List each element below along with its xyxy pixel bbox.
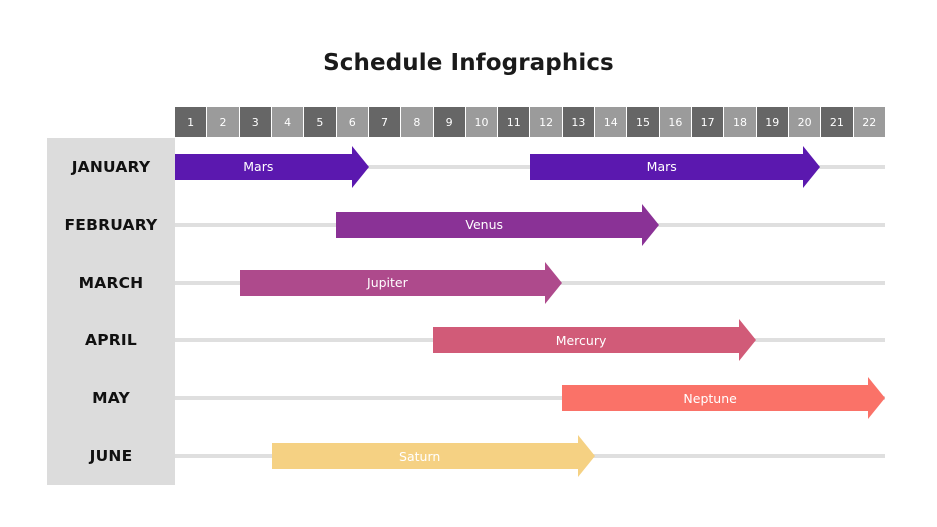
chart-row-january: Mars Mars xyxy=(175,138,890,196)
unit-cell-1: 1 xyxy=(175,107,207,137)
unit-cell-11: 11 xyxy=(498,107,530,137)
unit-cell-20: 20 xyxy=(788,107,821,137)
month-label-march: MARCH xyxy=(78,273,144,292)
task-bar-arrowhead xyxy=(351,145,369,188)
task-bar-arrowhead xyxy=(738,319,756,362)
task-bar-arrowhead xyxy=(867,377,885,420)
chart-row-april: Mercury xyxy=(175,312,890,370)
task-bar-arrowhead xyxy=(545,261,563,304)
unit-cell-3: 3 xyxy=(239,107,271,137)
chart-row-may: Neptune xyxy=(175,369,890,427)
month-sidebar: JANUARY FEBRUARY MARCH APRIL MAY JUNE xyxy=(47,138,175,485)
task-bar-arrowhead xyxy=(642,203,660,246)
unit-cell-18: 18 xyxy=(724,107,756,137)
unit-cell-9: 9 xyxy=(433,107,465,137)
month-label-april: APRIL xyxy=(85,331,137,350)
unit-cell-4: 4 xyxy=(271,107,304,137)
task-bar-arrowhead xyxy=(803,145,821,188)
month-label-may: MAY xyxy=(92,389,130,408)
unit-cell-16: 16 xyxy=(659,107,691,137)
chart-row-march: Jupiter xyxy=(175,254,890,312)
row-track xyxy=(175,396,885,401)
task-bar-label: Neptune xyxy=(683,390,737,406)
month-label-january: JANUARY xyxy=(71,157,151,176)
chart-row-february: Venus xyxy=(175,196,890,254)
task-bar-label: Saturn xyxy=(399,448,441,464)
unit-cell-22: 22 xyxy=(853,107,885,137)
chart-row-june: Saturn xyxy=(175,427,890,485)
task-bar-label: Venus xyxy=(465,217,504,233)
unit-cell-2: 2 xyxy=(207,107,239,137)
unit-cell-15: 15 xyxy=(627,107,659,137)
task-bar-label: Mercury xyxy=(555,332,607,348)
task-bar-label: Mars xyxy=(646,159,677,175)
task-bar-arrowhead xyxy=(577,435,595,478)
page-title: Schedule Infographics xyxy=(323,50,614,76)
unit-cell-13: 13 xyxy=(562,107,595,137)
unit-cell-17: 17 xyxy=(692,107,724,137)
task-bar-mercury[interactable]: Mercury xyxy=(433,319,756,362)
task-bar-saturn[interactable]: Saturn xyxy=(271,435,595,478)
task-bar-label: Mars xyxy=(243,159,274,175)
task-bar-venus[interactable]: Venus xyxy=(336,203,660,246)
unit-cell-6: 6 xyxy=(336,107,368,137)
unit-cell-12: 12 xyxy=(530,107,562,137)
unit-cell-8: 8 xyxy=(401,107,433,137)
task-bar-mars[interactable]: Mars xyxy=(530,145,821,188)
task-bar-jupiter[interactable]: Jupiter xyxy=(239,261,563,304)
month-label-june: JUNE xyxy=(89,447,133,466)
unit-cell-19: 19 xyxy=(756,107,788,137)
unit-cell-21: 21 xyxy=(821,107,853,137)
task-bar-label: Jupiter xyxy=(367,275,408,291)
unit-cell-10: 10 xyxy=(465,107,498,137)
unit-cell-7: 7 xyxy=(368,107,401,137)
unit-cell-14: 14 xyxy=(595,107,627,137)
task-bar-mars[interactable]: Mars xyxy=(175,145,369,188)
unit-cell-5: 5 xyxy=(304,107,336,137)
task-bar-neptune[interactable]: Neptune xyxy=(562,377,885,420)
month-label-february: FEBRUARY xyxy=(64,215,158,234)
